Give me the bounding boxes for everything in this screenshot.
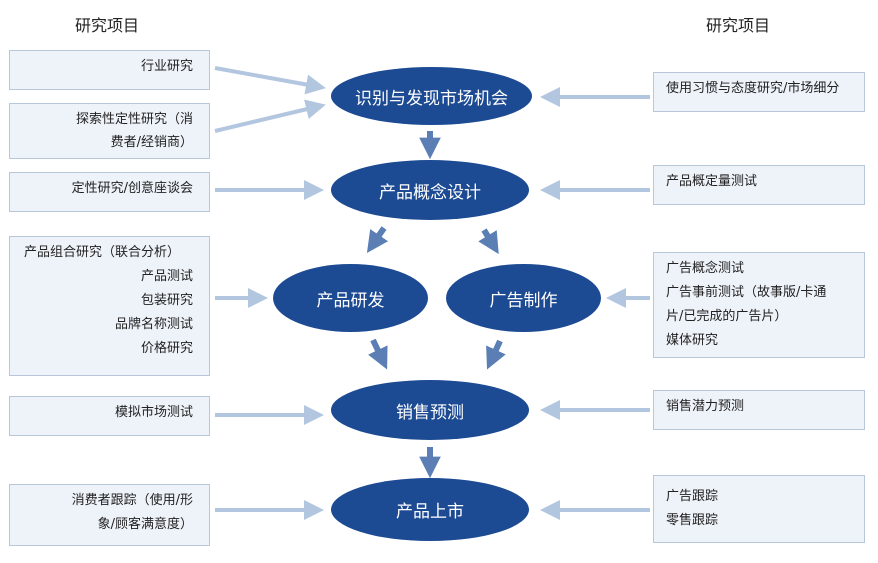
right-box-usage-attitude: 使用习惯与态度研究/市场细分 <box>653 72 865 112</box>
stage-identify-opportunity: 识别与发现市场机会 <box>331 67 532 125</box>
stage-sales-forecast: 销售预测 <box>331 380 529 440</box>
right-box-concept-quant-test: 产品概定量测试 <box>653 165 865 205</box>
left-box-product-research: 产品组合研究（联合分析） 产品测试 包装研究 品牌名称测试 价格研究 <box>9 236 210 376</box>
stage-product-development: 产品研发 <box>273 264 428 332</box>
left-box-exploratory-qualitative: 探索性定性研究（消 费者/经销商） <box>9 103 210 159</box>
right-column-header: 研究项目 <box>706 16 771 35</box>
left-column-header: 研究项目 <box>75 16 140 35</box>
left-box-industry-research: 行业研究 <box>9 50 210 90</box>
left-box-qualitative-ideation: 定性研究/创意座谈会 <box>9 172 210 212</box>
arrow-productdev-to-forecast <box>368 338 388 370</box>
stage-ad-production: 广告制作 <box>446 264 601 332</box>
left-box-simulated-market-test: 模拟市场测试 <box>9 396 210 436</box>
right-box-tracking: 广告跟踪 零售跟踪 <box>653 475 865 543</box>
left-box-consumer-tracking: 消费者跟踪（使用/形 象/顾客满意度） <box>9 484 210 546</box>
right-box-ad-research: 广告概念测试 广告事前测试（故事版/卡通 片/已完成的广告片） 媒体研究 <box>653 252 865 358</box>
arrow-admake-to-forecast <box>486 339 506 370</box>
right-box-sales-potential: 销售潜力预测 <box>653 390 865 430</box>
arrow-concept-to-productdev <box>366 226 389 253</box>
arrow-l1-to-identify <box>214 66 326 95</box>
arrow-l2-to-identify <box>214 99 326 133</box>
stage-product-concept-design: 产品概念设计 <box>331 160 529 220</box>
arrow-concept-to-admake <box>478 228 499 255</box>
stage-product-launch: 产品上市 <box>331 478 529 541</box>
